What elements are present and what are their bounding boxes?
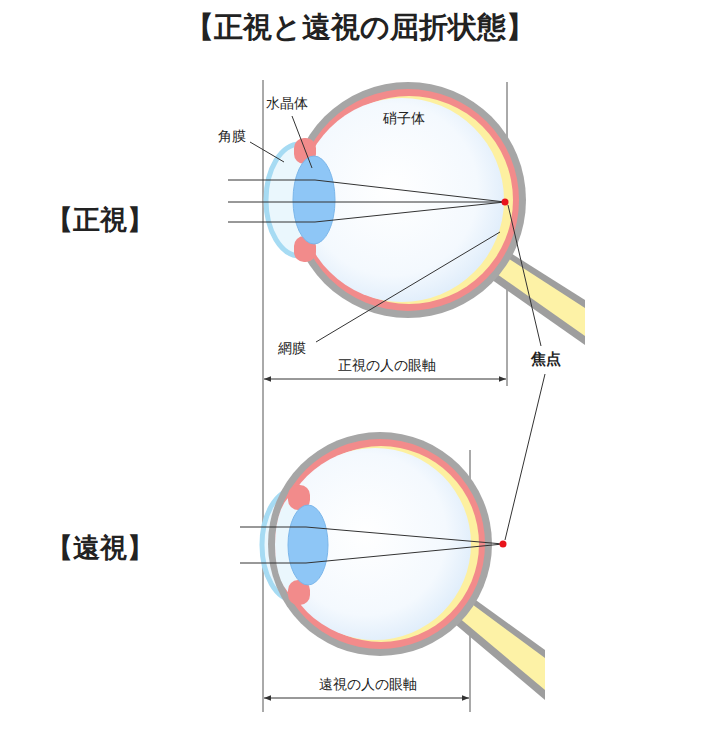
eye-hyperopic xyxy=(240,432,545,700)
dimension-label: 遠視の人の眼軸 xyxy=(317,676,419,693)
leader-line xyxy=(292,116,312,168)
guide-line xyxy=(263,80,264,712)
dimension-line xyxy=(264,379,506,380)
diagram-title: 【正視と遠視の屈折状態】 xyxy=(185,10,535,45)
part-label: 水晶体 xyxy=(266,95,308,112)
sclera xyxy=(268,432,492,656)
section-label: 【正視】 xyxy=(46,204,154,236)
part-label: 焦点 xyxy=(531,350,561,368)
light-ray xyxy=(228,202,505,222)
focal-point xyxy=(502,199,509,206)
eye-normal xyxy=(228,82,585,345)
light-ray xyxy=(228,180,505,202)
crystalline-lens xyxy=(293,156,335,244)
choroid xyxy=(275,439,485,649)
focal-point xyxy=(500,541,507,548)
part-label: 角膜 xyxy=(218,128,246,145)
light-ray xyxy=(228,202,505,203)
dimension-label: 正視の人の眼軸 xyxy=(336,357,438,374)
crystalline-lens xyxy=(288,505,328,585)
part-label: 硝子体 xyxy=(383,110,425,127)
part-label: 網膜 xyxy=(278,340,306,357)
light-ray xyxy=(240,544,503,563)
leader-line xyxy=(505,374,545,540)
vitreous-body xyxy=(279,448,471,640)
leader-line xyxy=(250,142,284,162)
section-label: 【遠視】 xyxy=(46,532,154,564)
leader-line xyxy=(316,232,500,342)
dimension-line xyxy=(264,698,469,699)
light-ray xyxy=(240,527,503,544)
leader-line xyxy=(508,205,541,346)
